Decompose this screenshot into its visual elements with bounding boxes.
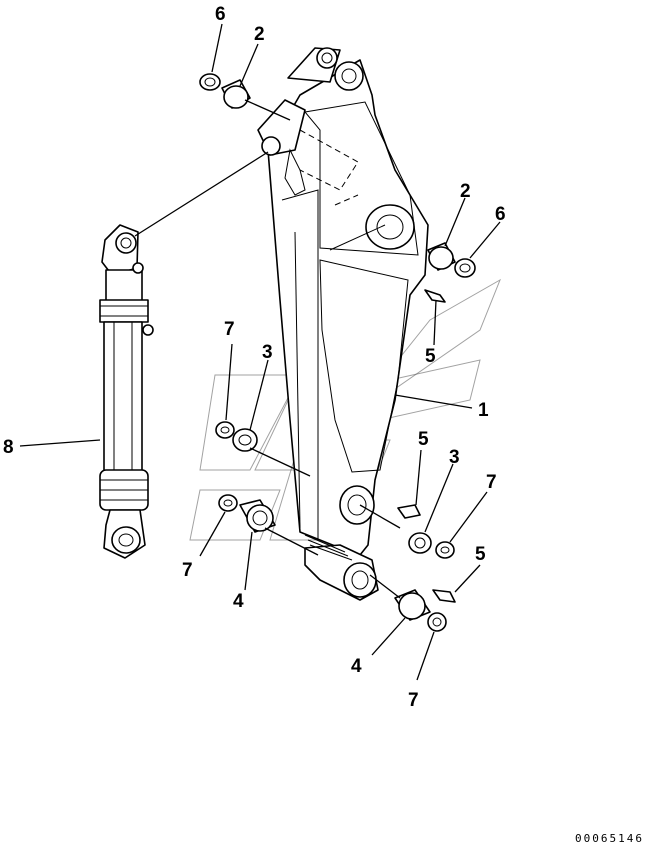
- callout-labels: 6 2 2 6 5 7 3 1 8 5 3 7 7 4 5 4 7: [3, 4, 506, 711]
- fitting-5-lower: [432, 589, 456, 603]
- fitting-5-upper: [424, 289, 446, 303]
- callout-4-left: 4: [233, 591, 244, 612]
- hardware-parts: [199, 73, 476, 632]
- callout-5-upper: 5: [425, 346, 436, 367]
- callout-5-lower: 5: [475, 544, 486, 565]
- seal-7-right: [435, 541, 455, 559]
- callout-7-left-lower: 7: [182, 560, 193, 581]
- arm: [257, 47, 429, 601]
- callout-3-right: 3: [449, 447, 460, 468]
- callout-7-left-upper: 7: [224, 319, 235, 340]
- seal-7-bottom: [427, 612, 447, 632]
- seal-7-left-upper: [215, 421, 235, 439]
- bushing-3-left: [232, 428, 258, 452]
- bushing-3-right: [408, 532, 432, 554]
- callout-8: 8: [3, 437, 14, 458]
- callout-4-lower: 4: [351, 656, 362, 677]
- callout-2-top: 2: [254, 24, 265, 45]
- fitting-5-middle: [397, 504, 421, 519]
- leader-lines: [19, 23, 501, 681]
- callout-2-right: 2: [460, 181, 471, 202]
- callout-7-bottom: 7: [408, 690, 419, 711]
- seal-7-left-lower: [218, 494, 238, 512]
- callout-6-right: 6: [495, 204, 506, 225]
- callout-3-left: 3: [262, 342, 273, 363]
- seal-6-top: [199, 73, 221, 91]
- seal-6-right: [454, 258, 476, 278]
- callout-6-top: 6: [215, 4, 226, 25]
- callout-1: 1: [478, 400, 489, 421]
- callout-7-right: 7: [486, 472, 497, 493]
- drawing-code: 00065146: [575, 832, 644, 845]
- hydraulic-cylinder: [99, 224, 154, 559]
- callout-5-middle: 5: [418, 429, 429, 450]
